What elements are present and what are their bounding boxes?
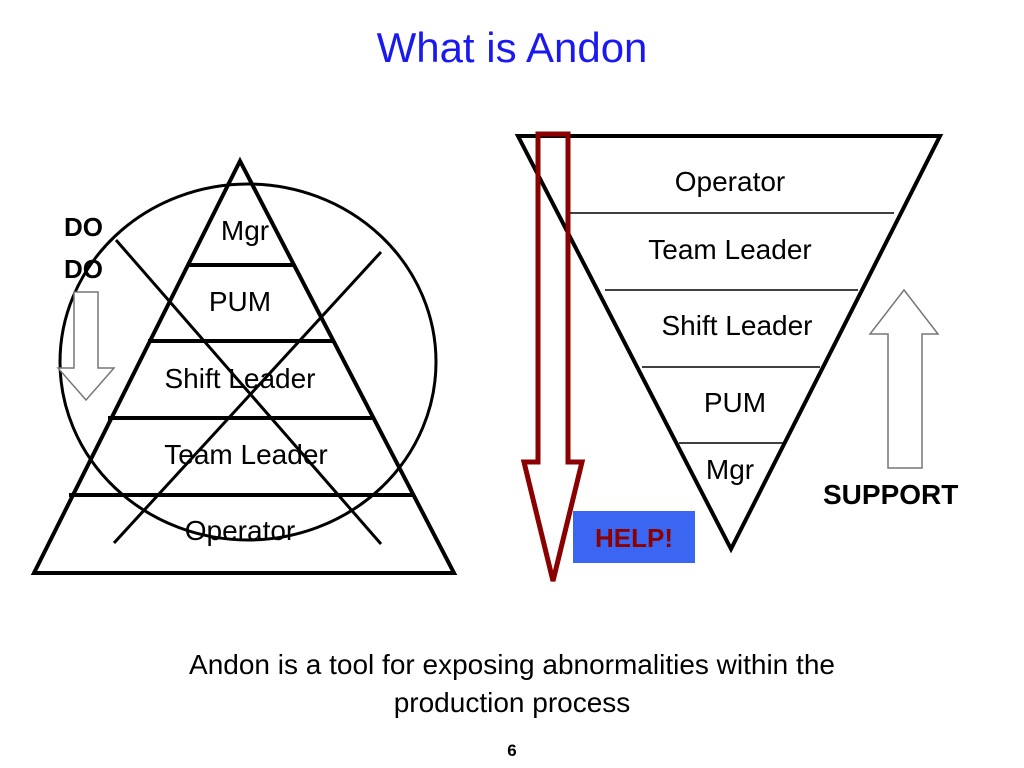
page-number: 6 (507, 741, 517, 760)
caption-line-1: Andon is a tool for exposing abnormaliti… (189, 649, 835, 680)
caption-line-2: production process (393, 687, 631, 718)
pyramid-level-operator: Operator (184, 515, 296, 546)
inverted-level-mgr: Mgr (705, 454, 755, 485)
help-badge (573, 511, 695, 563)
do-label: DO DO (64, 206, 103, 290)
support-up-arrow (868, 288, 940, 469)
slide-title: What is Andon (376, 24, 648, 71)
inverted-pyramid (514, 134, 944, 554)
inverted-level-pum: PUM (703, 387, 767, 418)
pyramid-outline (30, 156, 458, 575)
do-label-line-1: DO (64, 212, 103, 242)
pyramid-level-team-leader: Team Leader (164, 439, 328, 470)
do-label-line-2: DO (64, 254, 103, 284)
slide-caption: Andon is a tool for exposing abnormaliti… (0, 646, 1024, 722)
inverted-pyramid-outline (514, 134, 944, 554)
do-down-arrow (56, 291, 116, 402)
pyramid (30, 156, 458, 575)
inverted-level-operator: Operator (674, 166, 786, 197)
support-label: SUPPORT (823, 479, 959, 510)
inverted-level-shift-leader: Shift Leader (661, 310, 813, 341)
help-label: HELP! (595, 523, 673, 553)
pyramid-level-pum: PUM (208, 286, 272, 317)
pyramid-level-shift-leader: Shift Leader (164, 363, 316, 394)
pyramid-level-mgr: Mgr (220, 215, 270, 246)
help-down-arrow (520, 131, 586, 582)
inverted-level-team-leader: Team Leader (648, 234, 812, 265)
pyramid-circle (58, 182, 438, 542)
